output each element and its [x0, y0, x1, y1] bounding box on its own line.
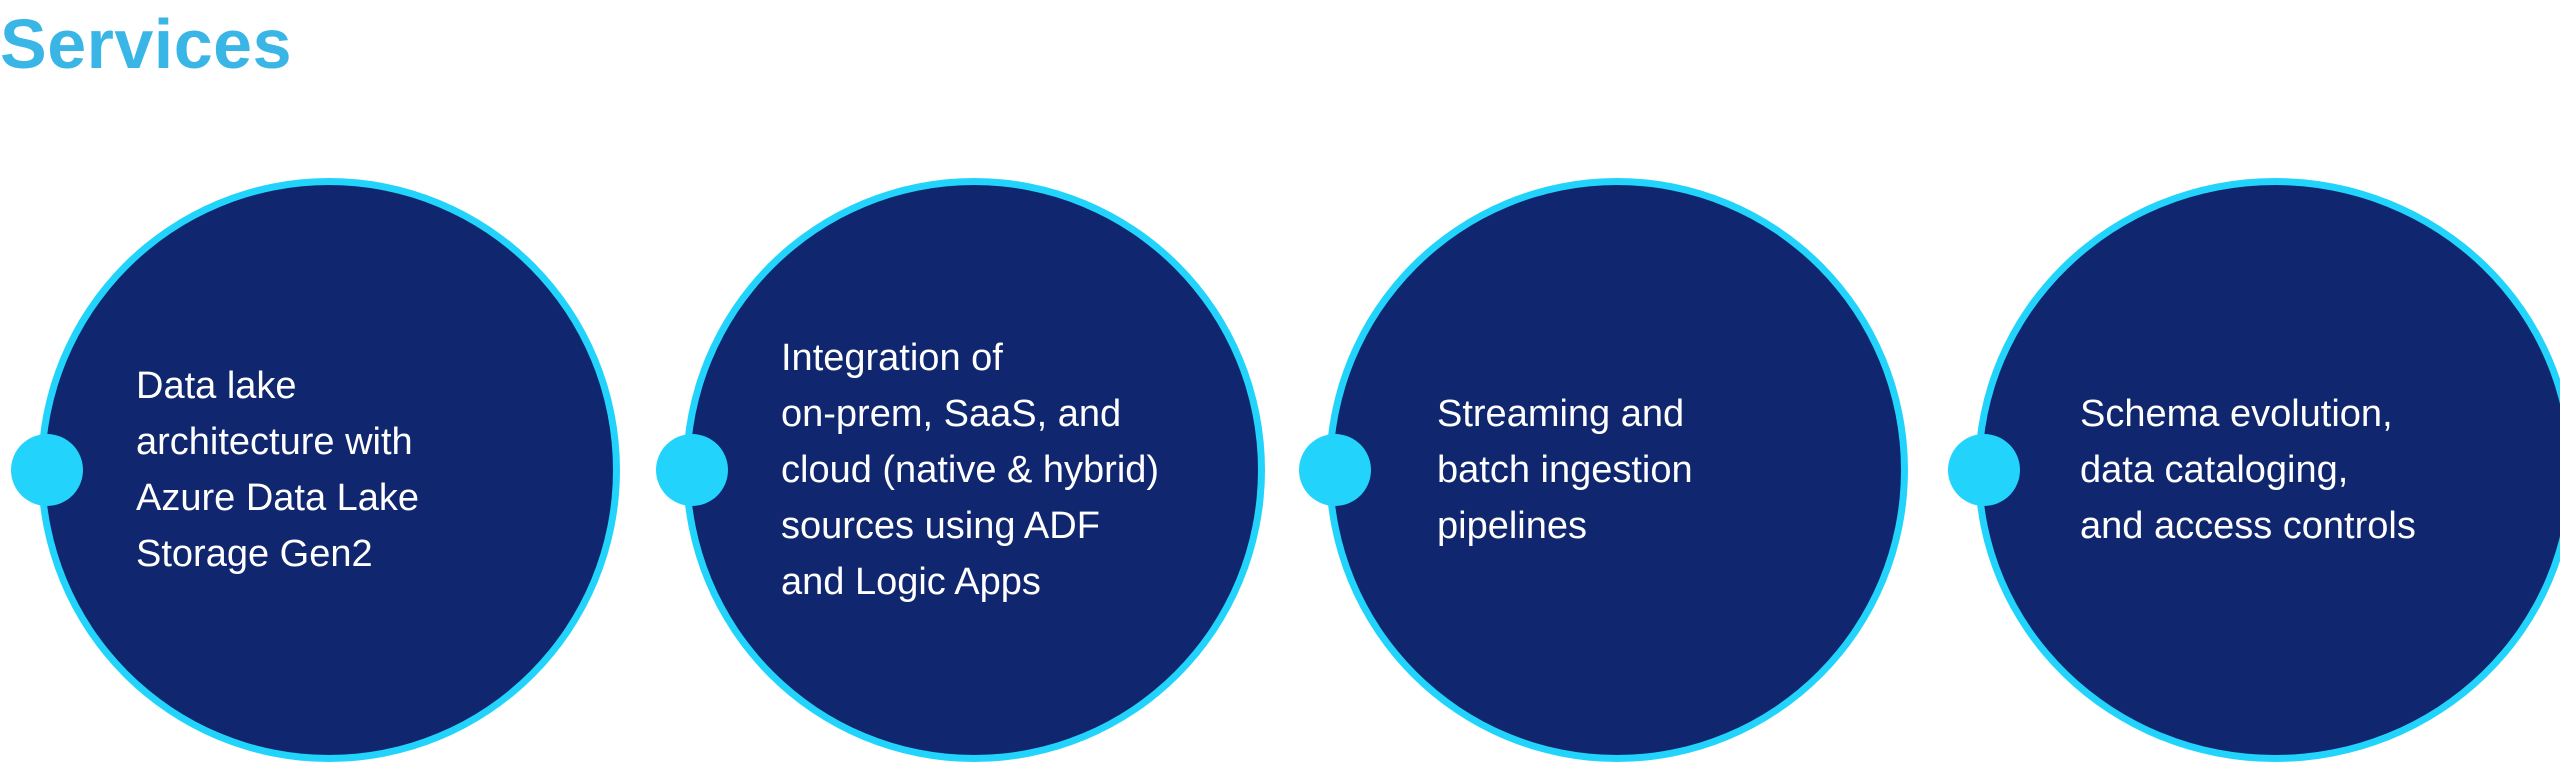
service-circle — [38, 178, 620, 762]
service-text-line: batch ingestion — [1437, 449, 1693, 491]
service-card-integration: Integration of on-prem, SaaS, and cloud … — [656, 178, 1265, 762]
service-card-ingestion: Streaming and batch ingestion pipelines — [1299, 178, 1908, 762]
page-title: Services — [0, 5, 293, 83]
service-description: Data lake architecture with Azure Data L… — [136, 358, 419, 582]
service-text-line: Integration of — [781, 337, 1003, 379]
service-card-governance: Schema evolution, data cataloging, and a… — [1948, 178, 2560, 762]
bullet-dot-icon — [1299, 434, 1371, 506]
bullet-dot-icon — [11, 434, 83, 506]
service-text-line: Storage Gen2 — [136, 533, 373, 575]
service-text-line: Schema evolution, — [2080, 393, 2393, 435]
service-card-data-lake: Data lake architecture with Azure Data L… — [11, 178, 620, 762]
service-text-line: pipelines — [1437, 505, 1587, 547]
service-circle — [1975, 178, 2560, 762]
service-text-line: on-prem, SaaS, and — [781, 393, 1122, 435]
service-text-line: and access controls — [2080, 505, 2416, 547]
service-circle — [683, 178, 1265, 762]
service-text-line: data cataloging, — [2080, 449, 2349, 491]
service-text-line: architecture with — [136, 421, 413, 463]
bullet-dot-icon — [656, 434, 728, 506]
service-text-line: sources using ADF — [781, 505, 1100, 547]
service-description: Integration of on-prem, SaaS, and cloud … — [781, 330, 1159, 610]
bullet-dot-icon — [1948, 434, 2020, 506]
service-text-line: Streaming and — [1437, 393, 1685, 435]
service-text-line: and Logic Apps — [781, 561, 1041, 603]
service-text-line: Data lake — [136, 365, 297, 407]
service-text-line: Azure Data Lake — [136, 477, 420, 519]
service-description: Streaming and batch ingestion pipelines — [1437, 386, 1693, 554]
service-description: Schema evolution, data cataloging, and a… — [2080, 386, 2416, 554]
service-text-line: cloud (native & hybrid) — [781, 449, 1160, 491]
